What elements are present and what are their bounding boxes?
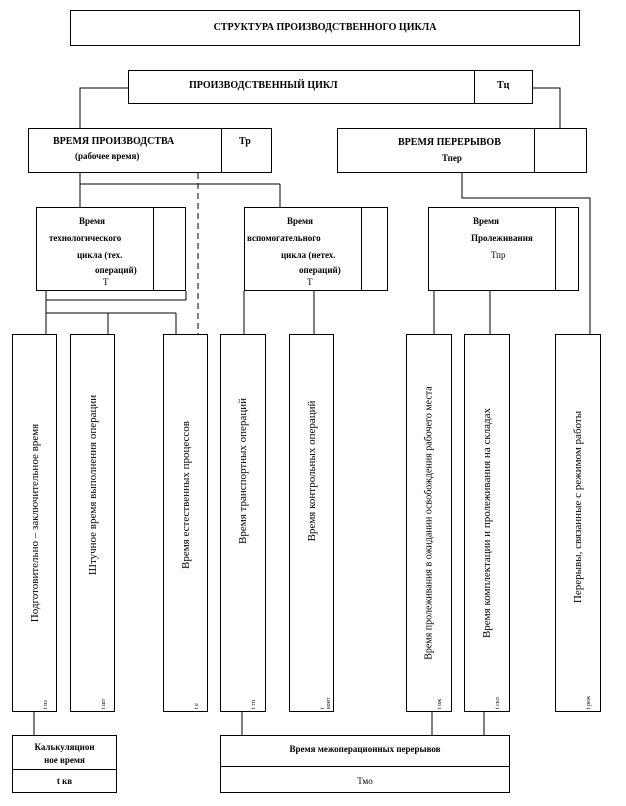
tech-cycle-line: операций): [95, 265, 137, 275]
column-box: Время транспортных операций t тп: [220, 334, 266, 712]
calc-time-line: ное время: [44, 755, 85, 765]
lying-time-box: Время Пролеживания Тпр: [428, 207, 579, 291]
aux-cycle-box: Время вспомогательного цикла (нетех. опе…: [244, 207, 388, 291]
column-text: Время транспортных операций: [237, 398, 249, 544]
breaks-time-symbol: Тпер: [442, 153, 462, 163]
column-box: Перерывы, связанные с режимом работы t р…: [555, 334, 601, 712]
column-text: Время естественных процессов: [180, 421, 192, 569]
tech-cycle-line: цикла (тех.: [77, 250, 123, 260]
column-box: Время пролеживания в ожидании освобожден…: [406, 334, 452, 712]
lying-time-line: Пролеживания: [471, 233, 533, 243]
interop-breaks-symbol: Тмо: [357, 776, 373, 786]
column-text: Время комплектации и пролеживания на скл…: [481, 407, 493, 639]
production-time-box: ВРЕМЯ ПРОИЗВОДСТВА (рабочее время) Тр: [28, 128, 272, 173]
production-cycle-box: ПРОИЗВОДСТВЕННЫЙ ЦИКЛ Тц: [128, 70, 533, 104]
interop-breaks-box: Время межоперационных перерывов Тмо: [220, 735, 510, 793]
column-tag: t тп: [251, 700, 257, 709]
column-tag: t ож: [437, 698, 443, 709]
calc-time-box: Калькуляцион ное время t кв: [12, 735, 117, 793]
aux-cycle-line: Время: [287, 216, 314, 226]
breaks-time-box: ВРЕМЯ ПЕРЕРЫВОВ Тпер: [337, 128, 587, 173]
production-time-sub: (рабочее время): [75, 151, 140, 161]
lying-time-symbol: Тпр: [491, 250, 506, 260]
diagram-title: СТРУКТУРА ПРОИЗВОДСТВЕННОГО ЦИКЛА: [213, 22, 437, 33]
lying-time-line: Время: [473, 216, 500, 226]
column-box: Время контрольных операций t конт: [289, 334, 334, 712]
tech-cycle-line: Время: [79, 216, 106, 226]
column-text: Время пролеживания в ожидании освобожден…: [423, 386, 435, 660]
breaks-time-label: ВРЕМЯ ПЕРЕРЫВОВ: [398, 137, 501, 148]
column-tag: t конт: [320, 697, 332, 709]
column-box: Время комплектации и пролеживания на скл…: [464, 334, 510, 712]
aux-cycle-line: операций): [299, 265, 341, 275]
tech-cycle-box: Время технологического цикла (тех. опера…: [36, 207, 186, 291]
calc-time-line: Калькуляцион: [34, 742, 95, 752]
diagram-title-box: СТРУКТУРА ПРОИЗВОДСТВЕННОГО ЦИКЛА: [70, 10, 580, 46]
calc-time-symbol: t кв: [56, 776, 73, 786]
column-tag: t шт: [101, 698, 107, 709]
production-cycle-symbol: Тц: [497, 80, 510, 91]
aux-cycle-line: цикла (нетех.: [281, 250, 336, 260]
column-box: Штучное время выполнения операции t шт: [70, 334, 115, 712]
tech-cycle-line: технологического: [49, 233, 122, 243]
column-tag: t е: [194, 703, 200, 709]
interop-breaks-label: Время межоперационных перерывов: [289, 744, 441, 754]
production-time-label: ВРЕМЯ ПРОИЗВОДСТВА: [53, 136, 175, 147]
column-text: Время контрольных операций: [306, 400, 318, 542]
column-box: Подготовительно – заключительное время t…: [12, 334, 57, 712]
aux-cycle-symbol: Т: [307, 277, 313, 287]
aux-cycle-line: вспомогательного: [247, 233, 321, 243]
column-text: Штучное время выполнения операции: [87, 394, 99, 576]
column-tag: t пз: [43, 700, 49, 709]
column-text: Перерывы, связанные с режимом работы: [572, 410, 584, 604]
column-tag: t реж: [586, 696, 592, 709]
column-tag: t скл: [495, 697, 501, 709]
column-box: Время естественных процессов t е: [163, 334, 208, 712]
production-time-symbol: Тр: [239, 136, 251, 147]
tech-cycle-symbol: Т: [103, 277, 109, 287]
production-cycle-label: ПРОИЗВОДСТВЕННЫЙ ЦИКЛ: [189, 80, 338, 91]
column-text: Подготовительно – заключительное время: [29, 423, 41, 623]
